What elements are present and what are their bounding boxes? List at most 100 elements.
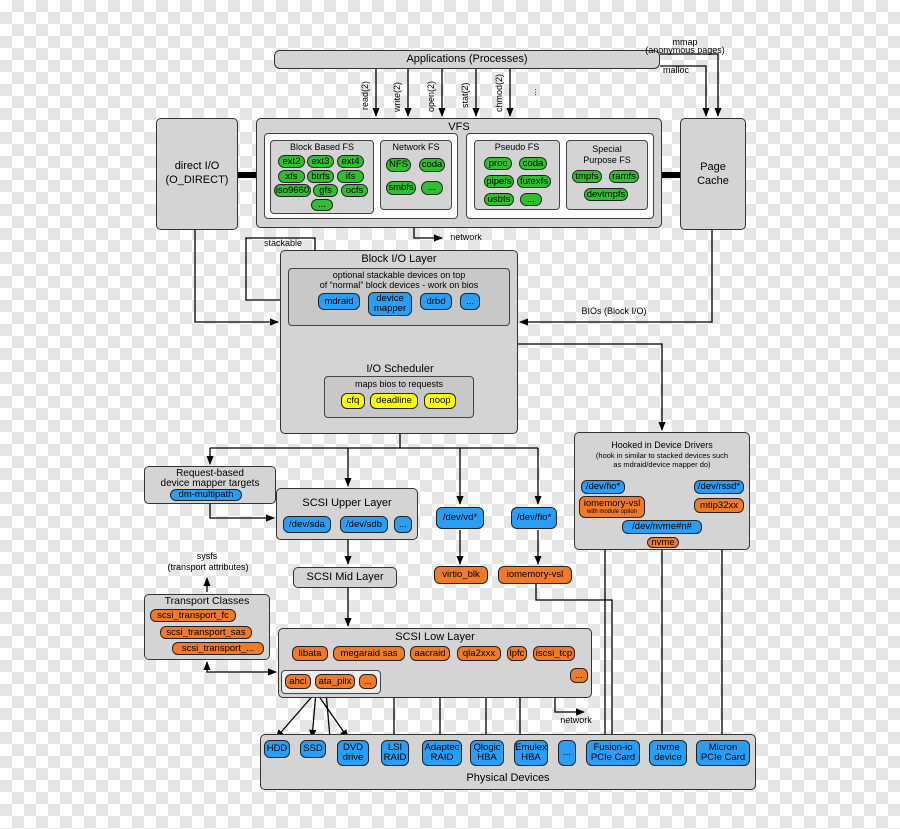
hooked-desc-2: as mdraid/device mapper do) (613, 460, 711, 469)
drv-ahci: ahci (285, 674, 311, 689)
drv-iomemory-vsl: iomemory-vsl (498, 566, 572, 584)
fs-coda-net: coda (419, 158, 445, 172)
phys-micron-line1: Micron (708, 742, 738, 754)
fs-iso9660: iso9660 (274, 184, 311, 197)
fs-xfs: xfs (278, 170, 305, 183)
drv-qla2xxx: qla2xxx (457, 646, 501, 661)
fs-ext2: ext2 (278, 155, 305, 168)
syscall-more: ... (528, 88, 538, 96)
phys-nvme-line2: device (654, 752, 682, 763)
dev-rssd: /dev/rssd* (694, 480, 744, 494)
direct-io-box (156, 118, 238, 230)
network-label-2: network (560, 715, 592, 725)
io-scheduler-title: I/O Scheduler (366, 363, 434, 375)
stackable-desc-1: optional stackable devices on top (332, 270, 466, 280)
fs-tmpfs: tmpfs (572, 170, 602, 183)
drv-low-more: ... (570, 668, 588, 683)
applications-bar (274, 50, 660, 69)
block-io-title: Block I/O Layer (361, 253, 437, 265)
scsi-mid-title: SCSI Mid Layer (306, 571, 384, 583)
phys-micron-line2: PCIe Card (700, 752, 746, 763)
drv-ata-piix: ata_piix (315, 674, 355, 689)
network-fs-title: Network FS (392, 142, 440, 152)
phys-ssd: SSD (300, 740, 326, 758)
hooked-desc-1: (hook in similar to stacked devices such (595, 451, 729, 460)
syscall-stat: stat(2) (460, 82, 470, 108)
fs-ext4: ext4 (337, 155, 364, 168)
bios-label: BIOs (Block I/O) (581, 306, 647, 316)
network-fs-group (380, 140, 452, 210)
scsi-low-title: SCSI Low Layer (395, 631, 475, 643)
request-mapper-line1: Request-based (176, 468, 244, 479)
fs-smbfs: smbfs (386, 181, 416, 195)
physical-title: Physical Devices (466, 772, 550, 784)
stackable-label: stackable (263, 238, 303, 248)
phys-lsi-line1: LSI (387, 742, 403, 754)
direct-io-connector (238, 172, 256, 178)
dev-block-more: ... (460, 293, 480, 310)
direct-io-line1: direct I/O (174, 160, 220, 172)
vfs-title: VFS (448, 121, 470, 133)
dev-sdb: /dev/sdb (340, 516, 388, 533)
syscall-write: write(2) (392, 81, 402, 112)
fs-ocfs: ocfs (341, 184, 368, 197)
fs-pipefs: pipefs (484, 175, 514, 188)
stackable-desc-2: of “normal” block devices - work on bios (319, 280, 479, 290)
drv-libata: libata (292, 646, 328, 661)
scsi-mid-box (293, 567, 397, 588)
phys-qlogic-line1: Qlogic (473, 742, 501, 754)
fs-proc: proc (484, 157, 512, 170)
phys-more: ... (558, 740, 576, 766)
io-scheduler-desc: maps bios to requests (354, 379, 444, 389)
dev-drbd: drbd (420, 293, 452, 310)
fs-ifs: ifs (337, 170, 364, 183)
transport-title: Transport Classes (164, 595, 250, 607)
phys-qlogic-line2: HBA (477, 752, 497, 763)
phys-adaptec-line1: Adaptec (424, 742, 460, 754)
dev-vd: /dev/vd* (436, 507, 484, 529)
phys-dvd-line1: DVD (342, 742, 364, 754)
sched-cfq: cfq (341, 393, 365, 409)
mmap-label: mmap (672, 37, 698, 47)
dev-fio: /dev/fio* (511, 507, 557, 529)
fs-gfs: gfs (313, 184, 338, 197)
pseudo-fs-title: Pseudo FS (494, 142, 540, 152)
drv-aacraid: aacraid (410, 646, 450, 661)
special-fs-title-1: Special (592, 144, 622, 154)
dev-nvme: /dev/nvme#n# (622, 520, 702, 534)
iomemory-label: iomemory-vsl (583, 497, 641, 509)
dev-mdraid: mdraid (318, 293, 360, 310)
fs-btrfs: btrfs (307, 170, 334, 183)
fs-ramfs: ramfs (609, 170, 639, 183)
fs-usbfs: usbfs (484, 193, 514, 206)
hooked-title: Hooked in Device Drivers (611, 440, 713, 450)
drv-virtio-blk: virtio_blk (434, 566, 488, 584)
transport-sas: scsi_transport_sas (160, 626, 252, 639)
phys-fusion-line2: PCIe Card (590, 752, 636, 763)
dev-fio-hooked: /dev/fio* (581, 480, 625, 494)
block-fs-title: Block Based FS (289, 142, 355, 152)
applications-label: Applications (Processes) (406, 53, 528, 65)
page-cache-line2: Cache (697, 175, 729, 187)
sysfs-label-2: (transport attributes) (167, 562, 249, 572)
page-cache-box (680, 118, 746, 230)
drv-nvme: nvme (647, 537, 679, 548)
dm-multipath: dm-multipath (170, 489, 242, 501)
drv-mtip32xx: mtip32xx (694, 498, 744, 513)
scsi-upper-title: SCSI Upper Layer (302, 497, 392, 509)
sched-deadline: deadline (370, 393, 418, 409)
dev-sd-more: ... (394, 516, 412, 533)
phys-emulex-line1: Emulex (515, 742, 547, 754)
syscall-open: open(2) (426, 80, 436, 112)
drv-sub-more: ... (359, 674, 377, 689)
syscall-read: read(2) (360, 80, 370, 110)
phys-hdd: HDD (264, 740, 290, 758)
fs-ext3: ext3 (307, 155, 334, 168)
drv-megaraid: megaraid sas (333, 646, 405, 661)
fs-devtmpfs: devtmpfs (584, 188, 628, 201)
